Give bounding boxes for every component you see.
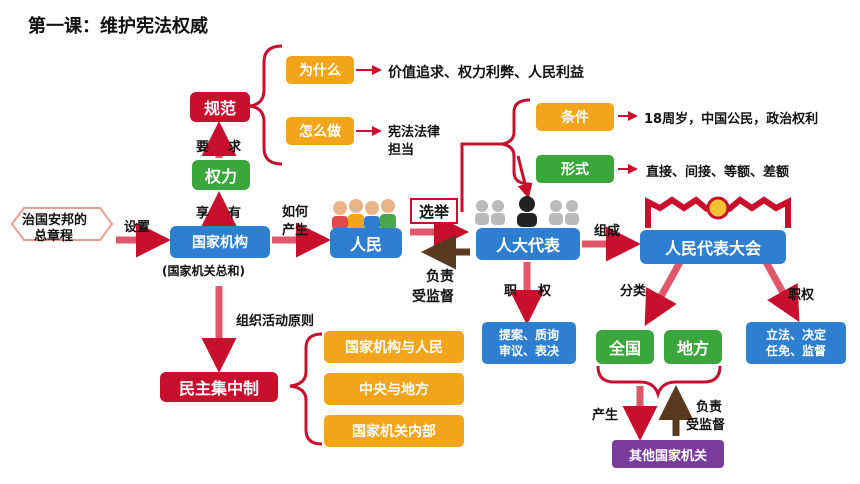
label-jiandu2: 受监督 [686,418,726,433]
text-weishenme-answer: 价值追求、权力利弊、人民利益 [388,65,584,81]
node-guojia-jigou-sub: (国家机关总和) [162,264,245,278]
node-rd-dahui: 人民代表大会 [640,230,786,264]
node-qita: 其他国家机关 [612,440,724,468]
node-xuanju: 选举 [410,198,458,224]
root-line2: 总章程 [34,229,74,244]
label-fuze1: 负责 [426,269,454,285]
node-p2: 中央与地方 [324,373,464,405]
node-dhq: 立法、决定 任免、监督 [746,322,846,364]
brace-tiaojian [501,98,531,186]
label-chansheng: 产生 [282,223,309,238]
delegates-icon [475,196,579,227]
label-shezhi: 设置 [124,220,151,235]
label-chansheng2: 产生 [592,408,619,423]
node-p1: 国家机构与人民 [324,331,464,363]
dbq-line2: 审议、表决 [498,344,559,358]
text-zenmezuo-line1: 宪法法律 [388,125,441,140]
node-rd-daibiao: 人大代表 [476,228,580,260]
label-yao: 要 [196,140,210,155]
arrow-dahui-to-fenlei [644,260,684,327]
root-line1: 治国安邦的 [22,213,88,228]
people-icon [332,199,396,230]
node-xingshi: 形式 [536,155,614,183]
label-jiandu1: 受监督 [412,289,454,305]
label-xiang: 享 [196,206,210,221]
label-qiu: 求 [228,140,242,155]
root-hexagon [10,207,114,241]
label-quan1: 权 [538,284,552,299]
node-quanli: 权力 [192,160,250,190]
brace-fenlei [596,365,722,399]
node-zenmezuo: 怎么做 [286,117,354,145]
dhq-line2: 任免、监督 [765,344,826,358]
brace-mzjz [289,332,323,446]
dbq-line1: 提案、质询 [498,328,559,342]
connector-brace-down [516,155,533,199]
label-ruhe: 如何 [282,205,309,220]
congress-flags-icon [645,196,791,228]
text-xingshi-answer: 直接、间接、等额、差额 [646,165,790,180]
label-zhi1: 职 [504,284,518,299]
text-zenmezuo-line2: 担当 [388,143,415,158]
text-tiaojian-answer: 18周岁，中国公民，政治权利 [644,112,819,127]
dhq-line1: 立法、决定 [765,328,826,342]
label-zhiquan2: 职权 [788,288,815,303]
node-guojia-jigou: 国家机构 [170,226,270,258]
node-tiaojian: 条件 [536,103,614,131]
label-zuzhi: 组织活动原则 [236,314,315,329]
label-fenlei: 分类 [620,284,647,299]
brace-guifan [249,44,283,166]
label-you: 有 [228,206,242,221]
connector-xuanju-brace [460,142,508,212]
arrow-dahui-to-zhiquan [762,260,800,323]
node-p3: 国家机关内部 [324,415,464,447]
node-weishenme: 为什么 [286,56,354,84]
node-renmin: 人民 [330,228,402,258]
node-mzjz: 民主集中制 [160,372,278,402]
node-dbq: 提案、质询 审议、表决 [482,322,576,364]
page-title: 第一课：维护宪法权威 [28,16,208,37]
node-quanguo: 全国 [596,330,654,364]
label-zucheng: 组成 [594,224,621,239]
node-difang: 地方 [664,330,722,364]
label-fuze2: 负责 [696,400,723,415]
node-guifan: 规范 [190,92,250,122]
